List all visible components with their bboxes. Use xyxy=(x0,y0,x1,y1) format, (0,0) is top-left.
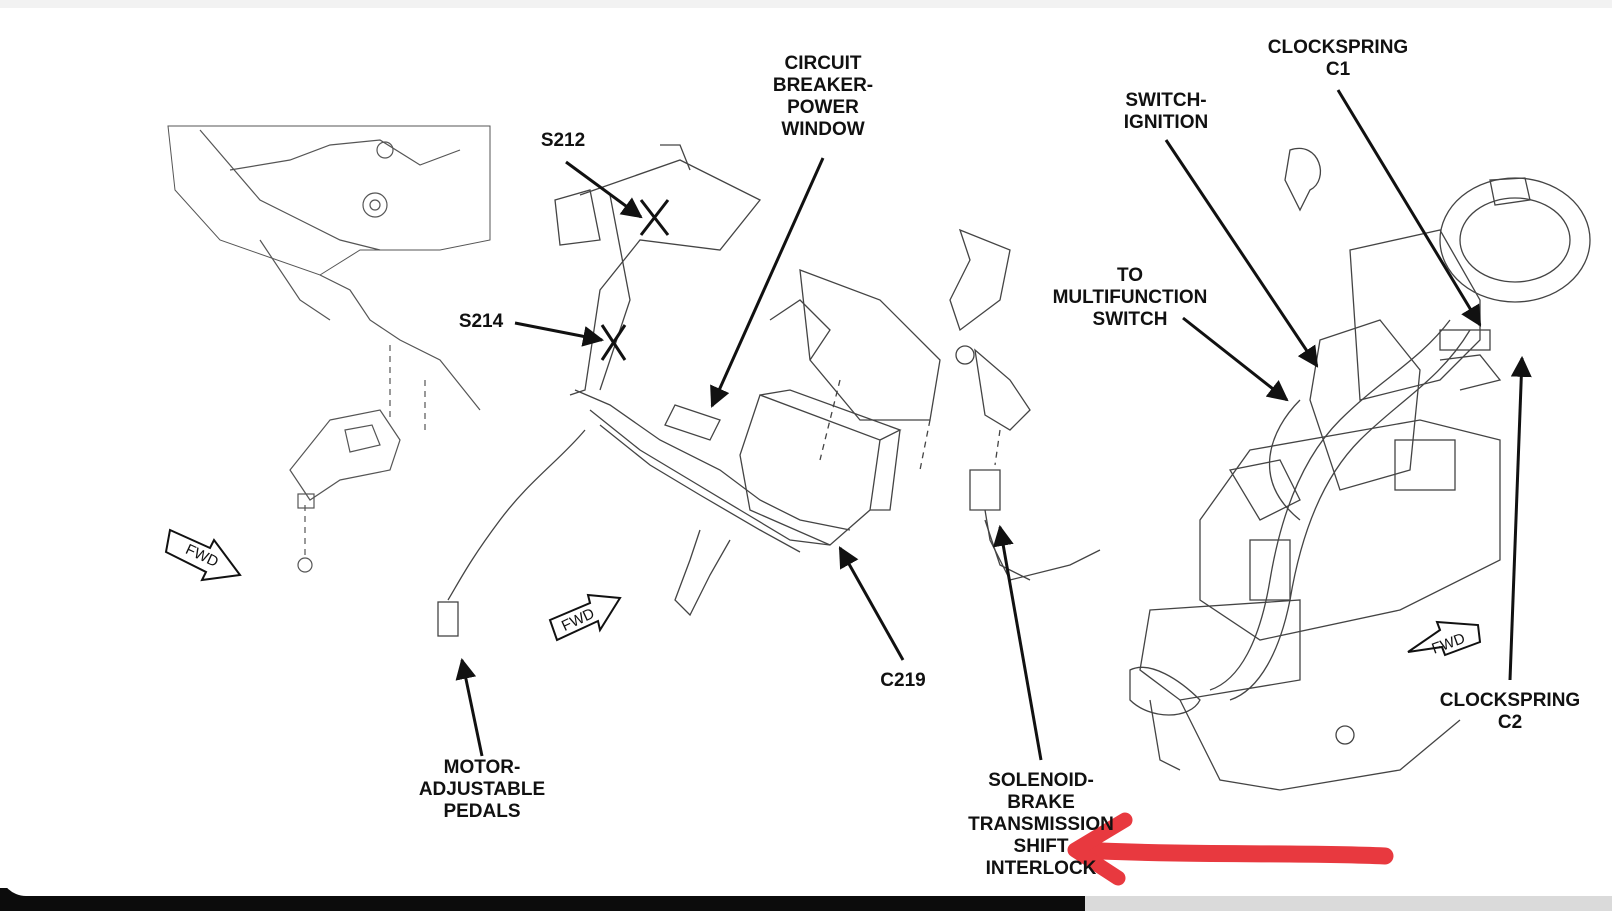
leader-multifunction xyxy=(1182,316,1289,402)
label-line: CLOCKSPRING xyxy=(1439,690,1581,711)
label-line: PEDALS xyxy=(443,801,521,822)
label-line: POWER xyxy=(787,97,859,118)
label-solenoid-brake-shift-interlock: SOLENOID- BRAKE TRANSMISSION SHIFT INTER… xyxy=(951,770,1131,880)
leader-s214 xyxy=(514,321,605,347)
label-c219: C219 xyxy=(880,670,926,691)
label-line: TO xyxy=(1116,265,1144,286)
leader-s212 xyxy=(565,160,643,219)
label-line: BRAKE xyxy=(1007,792,1075,813)
label-to-multifunction-switch: TO MULTIFUNCTION SWITCH xyxy=(1053,265,1208,331)
label-clockspring-c1: CLOCKSPRING C1 xyxy=(1268,37,1408,81)
label-line: TRANSMISSION xyxy=(968,814,1114,835)
label-s212: S212 xyxy=(540,130,586,151)
label-line: BREAKER- xyxy=(772,75,874,96)
label-line: CIRCUIT xyxy=(784,53,862,74)
label-line: SHIFT xyxy=(1013,836,1069,857)
label-line: INTERLOCK xyxy=(985,858,1097,879)
fwd-arrow-right: FWD xyxy=(1407,620,1482,658)
label-line: CLOCKSPRING xyxy=(1267,37,1409,58)
label-line: MULTIFUNCTION xyxy=(1052,287,1208,308)
label-line: SWITCH- xyxy=(1125,90,1207,111)
splice-s212-cross xyxy=(639,199,670,236)
label-motor-adjustable-pedals: MOTOR- ADJUSTABLE PEDALS xyxy=(419,757,545,823)
fwd-arrow-center: FWD xyxy=(548,593,622,642)
label-s214: S214 xyxy=(458,311,504,332)
label-line: ADJUSTABLE xyxy=(418,779,546,800)
splice-markers xyxy=(600,199,670,361)
label-line: SOLENOID- xyxy=(988,770,1094,791)
leader-c219 xyxy=(838,546,905,661)
steering-column-drawing xyxy=(1129,147,1591,791)
label-line: SWITCH xyxy=(1092,309,1168,330)
top-band xyxy=(0,0,1612,10)
label-line: C2 xyxy=(1497,712,1523,733)
label-line: MOTOR- xyxy=(443,757,521,778)
label-switch-ignition: SWITCH- IGNITION xyxy=(1124,90,1208,134)
label-circuit-breaker: CIRCUIT BREAKER- POWER WINDOW xyxy=(773,53,873,141)
leader-solenoid xyxy=(992,524,1043,761)
leader-motor-pedals xyxy=(455,657,484,757)
fwd-arrow-left: FWD xyxy=(164,528,242,582)
diagram-panel xyxy=(0,8,1612,896)
red-annotation-arrow xyxy=(1067,812,1394,886)
label-line: IGNITION xyxy=(1123,112,1209,133)
label-line: WINDOW xyxy=(781,119,865,140)
leader-lines xyxy=(455,89,1532,761)
label-clockspring-c2: CLOCKSPRING C2 xyxy=(1440,690,1580,734)
splice-s214-cross xyxy=(600,324,627,361)
leader-clockspring-c1 xyxy=(1336,89,1482,327)
leader-switch-ignition xyxy=(1164,139,1319,368)
dash-bracket-drawing xyxy=(167,125,491,573)
leader-clockspring-c2 xyxy=(1508,355,1532,681)
label-line: C1 xyxy=(1325,59,1351,80)
main-harness-drawing xyxy=(437,144,1101,637)
leader-circuit-breaker xyxy=(710,157,825,408)
